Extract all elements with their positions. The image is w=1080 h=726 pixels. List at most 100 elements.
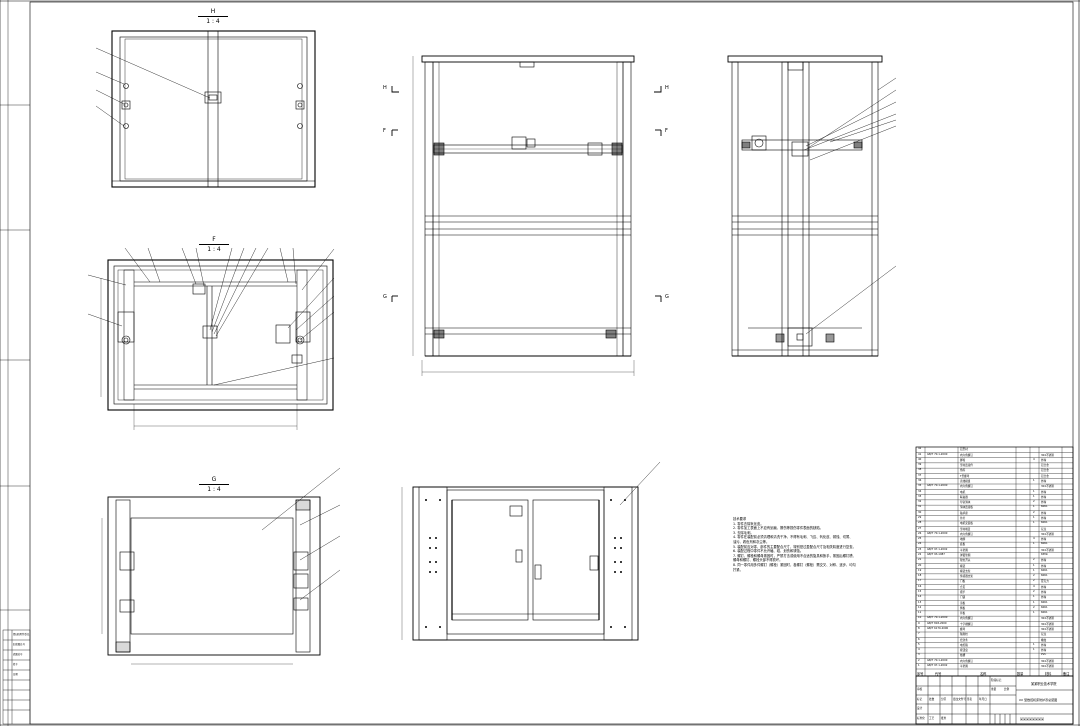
view-section-g (101, 467, 341, 665)
bom-name: 限位开关 (960, 559, 971, 563)
bom-name: 地脚 (960, 538, 966, 542)
bom-name: 拖链 (960, 564, 966, 568)
bom-std: GB/T 70.1-2000 (927, 616, 948, 620)
bom-note: 外购 (1041, 559, 1047, 563)
bom-name: 型材端盖 (960, 527, 971, 531)
bom-qty: 2 (1033, 558, 1035, 562)
bom-header-cell: 材料 (1045, 672, 1052, 676)
bom-seq: 31 (918, 505, 922, 509)
bom-name: 内六角螺钉 (960, 659, 973, 663)
bom-qty: 1 (1033, 479, 1035, 482)
bom-seq: 7 (918, 632, 920, 636)
bom-qty: 4 (1033, 457, 1035, 461)
note-line: 螺母和螺钉、螺栓头部不得损坏。 (733, 558, 783, 563)
marker-g-right: G (665, 294, 669, 300)
marker-f-right: F (665, 128, 668, 134)
bom-note: 外购 (1041, 501, 1047, 505)
bom-seq: 6 (918, 637, 920, 641)
bom-note: PVC (1041, 653, 1047, 657)
bom-name: 平垫圈 (960, 548, 968, 552)
bom-seq: 33 (918, 494, 922, 498)
left-strip-label: 旧底图总号 (13, 643, 25, 646)
bom-note: 外购 (1041, 564, 1047, 568)
bom-std: GB/T 818-2000 (927, 621, 947, 625)
bom-note: 6061 (1041, 600, 1048, 604)
marker-f-left: F (383, 128, 386, 134)
bom-qty: 1 (1033, 595, 1035, 599)
bom-name: 角码 (960, 469, 966, 473)
bom-name: T型螺母 (960, 474, 970, 478)
bom-header-cell: 代号 (935, 672, 942, 676)
bom-seq: 10 (918, 616, 922, 620)
bom-std: GB/T 97.1-2002 (927, 664, 948, 667)
bom-note: 外购 (1041, 480, 1047, 483)
bom-std: GB/T 70.1-2000 (927, 531, 948, 535)
bom-name: 滑块连接板 (960, 506, 973, 510)
bom-qty: 1 (1033, 516, 1035, 519)
bom-header-cell: 备注 (1063, 672, 1070, 676)
bom-seq: 36 (918, 479, 922, 482)
view-h-label: H 1 : 4 (198, 8, 228, 25)
title-block-field: 分区 (941, 698, 947, 701)
bom-qty: 2 (1033, 579, 1035, 583)
note-line: 7. 螺钉、螺栓和螺母紧固时，严禁打击或使用不合适的旋具和扳手，紧固后螺钉槽、 (733, 553, 856, 558)
bom-note: 304不锈钢 (1041, 548, 1054, 552)
view-h-name: H (198, 8, 228, 17)
bom-note: 外购 (1041, 649, 1047, 653)
bom-name: 拖链支架 (960, 569, 971, 573)
bom-seq: 1 (918, 664, 920, 667)
bom-std: GB/T 70.1-2000 (927, 484, 948, 488)
view-back (401, 461, 661, 641)
bom-note: 外购 (1041, 517, 1047, 520)
note-line: 技术要求 (733, 517, 747, 521)
note-line: 4. 零件在装配前必须清理和清洗干净，不得有毛刺、飞边、氧化皮、锈蚀、切屑、 (733, 535, 853, 540)
bom-note: 6061 (1041, 605, 1048, 609)
bom-note: 6061 (1041, 568, 1048, 572)
bom-seq: 19 (918, 568, 922, 572)
title-block-field: 签名 (967, 698, 973, 701)
bom-std: GB/T 70.1-2000 (927, 658, 948, 662)
bom-note: 外购 (1041, 495, 1047, 499)
bom-note: 304不锈钢 (1041, 532, 1054, 536)
title-block-field: 批准 (941, 717, 947, 720)
bom-seq: 3 (918, 653, 920, 657)
bom-name: 电控箱 (960, 643, 968, 647)
title-block-field: 审核 (917, 688, 923, 691)
bom-note: 外购 (1041, 585, 1047, 589)
bom-seq: 28 (918, 521, 922, 525)
view-f-label: F 1 : 4 (199, 236, 229, 253)
bom-std: GB/T 93-1987 (927, 553, 945, 556)
title-block-field: 比例 (1004, 688, 1010, 691)
bom-seq: 25 (918, 537, 922, 541)
view-h-scale: 1 : 4 (206, 18, 220, 25)
bom-note: 外购 (1041, 458, 1047, 462)
bom-seq: 40 (918, 457, 922, 461)
title-block (915, 675, 1074, 725)
bom-qty: 2 (1033, 500, 1035, 504)
bom-name: 螺母 (960, 628, 966, 631)
bom-seq: 24 (918, 542, 922, 546)
bom-table (915, 446, 1074, 677)
bom-seq: 35 (918, 484, 922, 488)
bom-name: 联轴器 (960, 495, 968, 499)
note-line: 油污、着色剂和灰尘等。 (733, 539, 770, 544)
bom-seq: 11 (918, 611, 922, 615)
bom-note: 6061 (1041, 611, 1048, 615)
left-strip-label: 借(通)用件登记 (13, 633, 30, 636)
bom-name: 把手 (960, 591, 966, 594)
bom-seq: 5 (918, 642, 920, 646)
bom-header-cell: 序号 (917, 672, 924, 676)
title-block-field: 工艺 (929, 717, 935, 720)
bom-seq: 23 (918, 547, 922, 551)
bom-name: 导轨滑块 (960, 501, 971, 505)
title-block-field: 处数 (929, 698, 935, 701)
bom-seq: 27 (918, 526, 922, 530)
bom-qty: 1 (1033, 600, 1035, 604)
marker-h-right: H (665, 85, 669, 91)
bom-name: 丝杆 (960, 517, 966, 520)
bom-name: 密封条 (960, 638, 968, 642)
bom-seq: 15 (918, 590, 922, 593)
bom-note: 304不锈钢 (1041, 485, 1054, 489)
